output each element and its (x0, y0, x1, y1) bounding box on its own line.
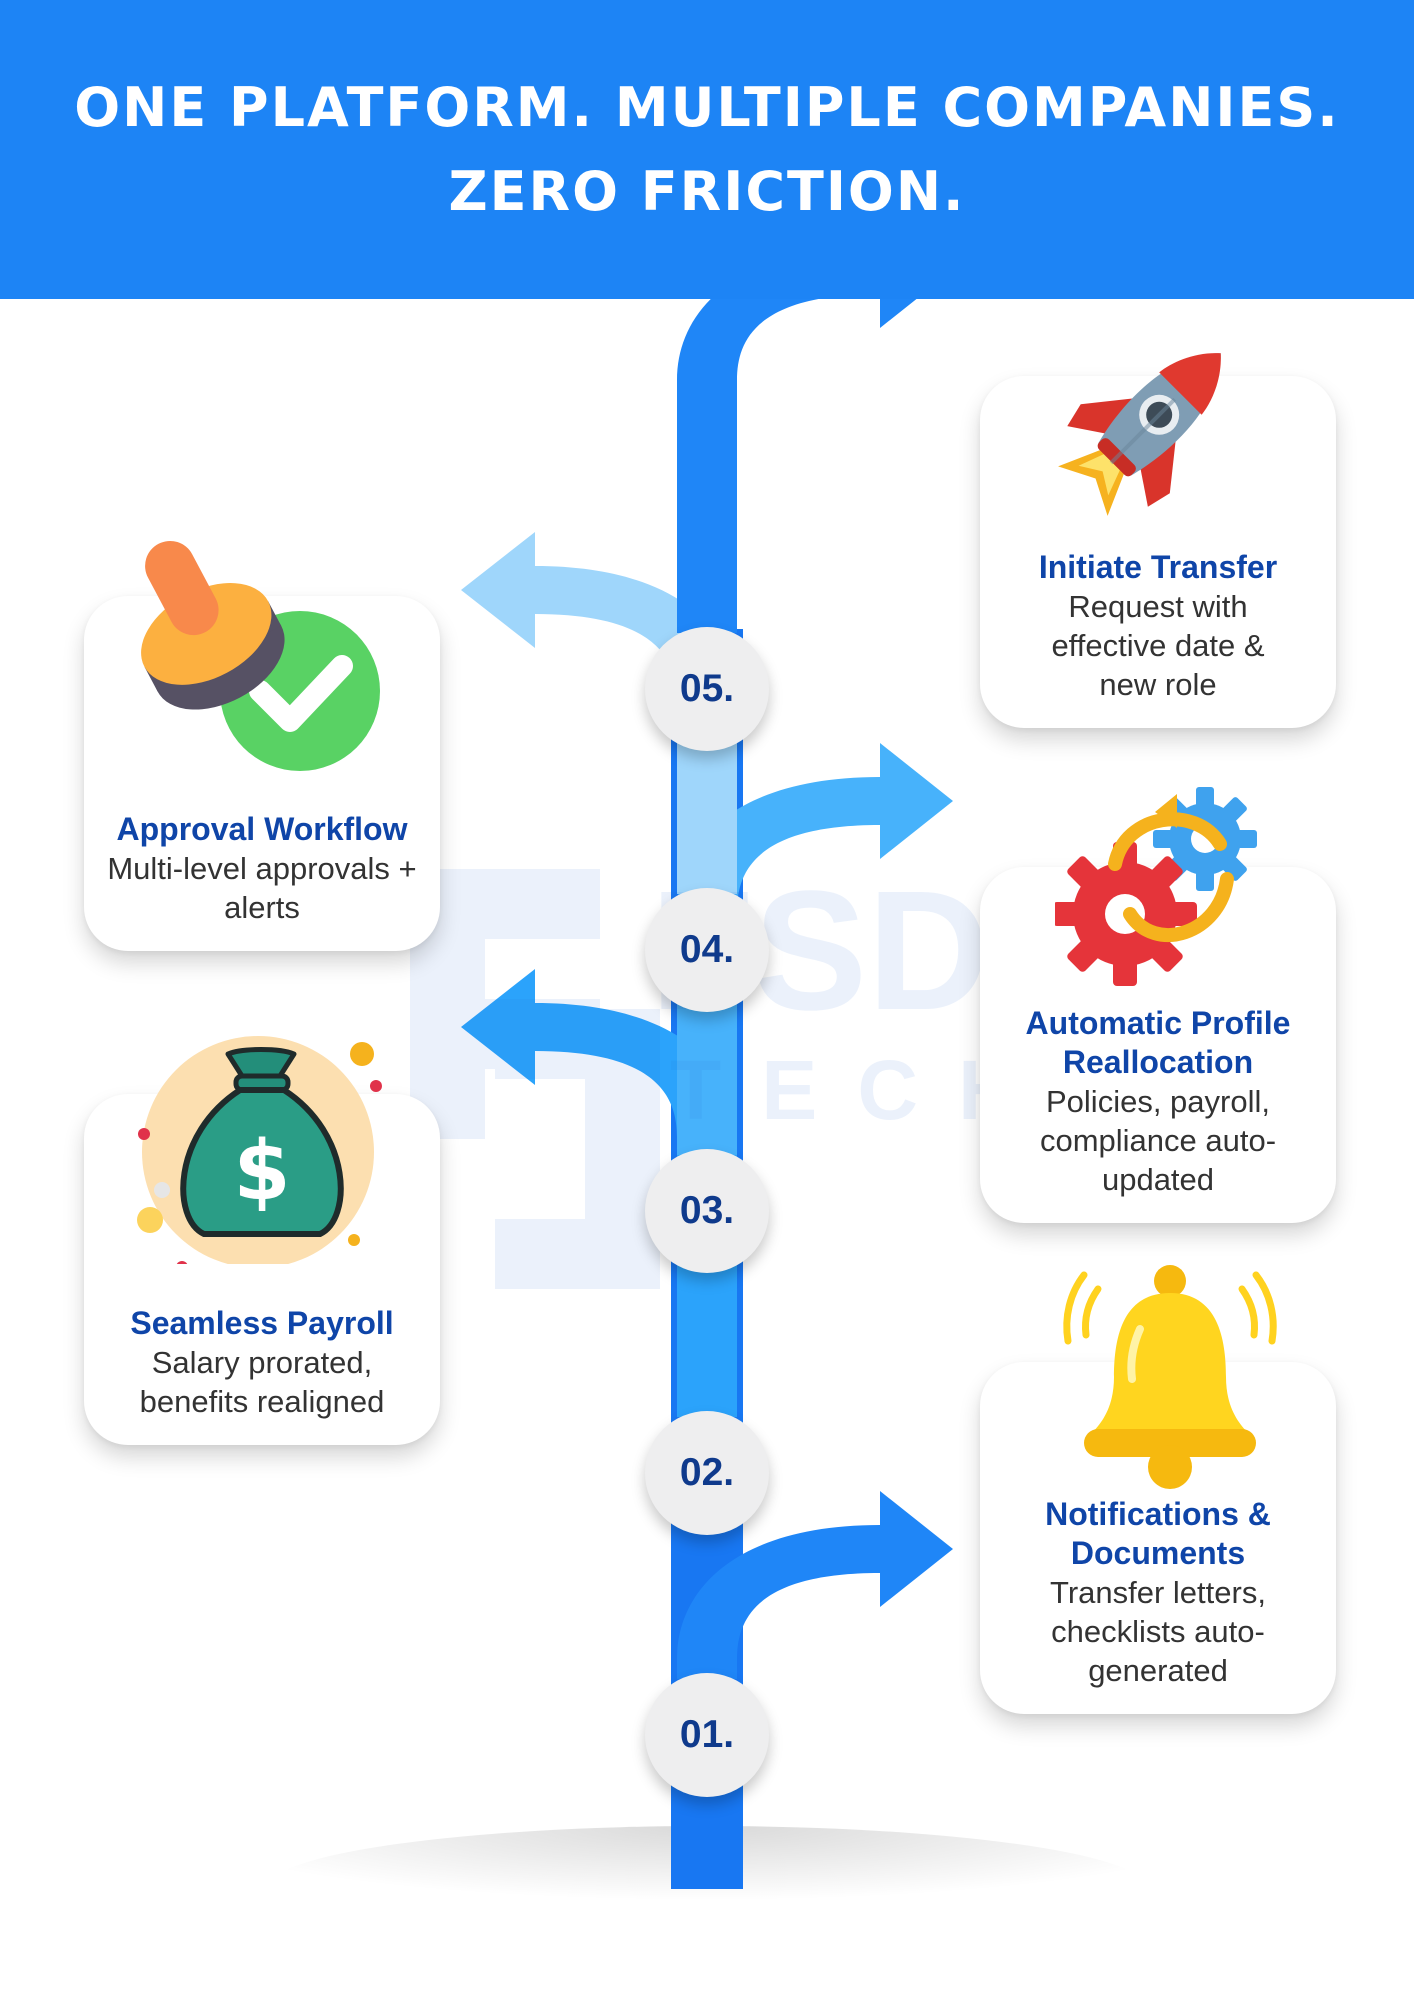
svg-text:$: $ (233, 1124, 290, 1219)
card-description: Request with effective date & new role (1051, 589, 1265, 702)
step-circle-01: 01. (645, 1673, 769, 1797)
step-circle-02: 02. (645, 1411, 769, 1535)
card-title: Notifications & Documents (1045, 1496, 1271, 1571)
card-description: Salary prorated, benefits realigned (139, 1345, 385, 1419)
card-title: Initiate Transfer (1038, 549, 1278, 585)
card-title: Seamless Payroll (130, 1305, 394, 1341)
gears-sync-icon (1055, 787, 1257, 986)
step-number: 01. (679, 1713, 735, 1756)
watermark-logo: FSD TECH (410, 869, 1010, 1289)
card-description: Multi-level approvals + alerts (107, 851, 417, 925)
approval-stamp-icon (141, 540, 380, 771)
watermark-sub: TECH (670, 1043, 1010, 1137)
step-number: 04. (679, 928, 735, 971)
step-number: 03. (679, 1189, 735, 1232)
connector-arrow-02 (461, 969, 737, 1417)
step-circle-03: 03. (645, 1149, 769, 1273)
card-title: Approval Workflow (116, 811, 408, 847)
card-seamless-payroll: Seamless Payroll Salary prorated, benefi… (84, 1094, 440, 1445)
money-bag-icon: $ (137, 1036, 382, 1264)
bell-icon (1063, 1265, 1277, 1489)
card-description: Policies, payroll, compliance auto-updat… (1039, 1084, 1277, 1197)
connector-arrow-04 (461, 532, 737, 894)
connector-arrow-03 (677, 743, 953, 1155)
connector-arrow-01 (677, 1491, 953, 1679)
card-description: Transfer letters, checklists auto-genera… (1050, 1575, 1266, 1688)
page-title: ONE PLATFORM. MULTIPLE COMPANIES. ZERO F… (74, 75, 1340, 223)
connector-arrow-05 (677, 299, 917, 633)
card-title: Automatic Profile Reallocation (1025, 1005, 1291, 1080)
step-number: 02. (679, 1451, 735, 1494)
rocket-icon (1058, 353, 1221, 516)
process-diagram: FSD TECH Initiate Transfer Request with … (0, 299, 1414, 2000)
step-circle-04: 04. (645, 888, 769, 1012)
step-circle-05: 05. (645, 627, 769, 751)
step-number: 05. (679, 667, 735, 710)
header-banner: ONE PLATFORM. MULTIPLE COMPANIES. ZERO F… (0, 0, 1414, 299)
